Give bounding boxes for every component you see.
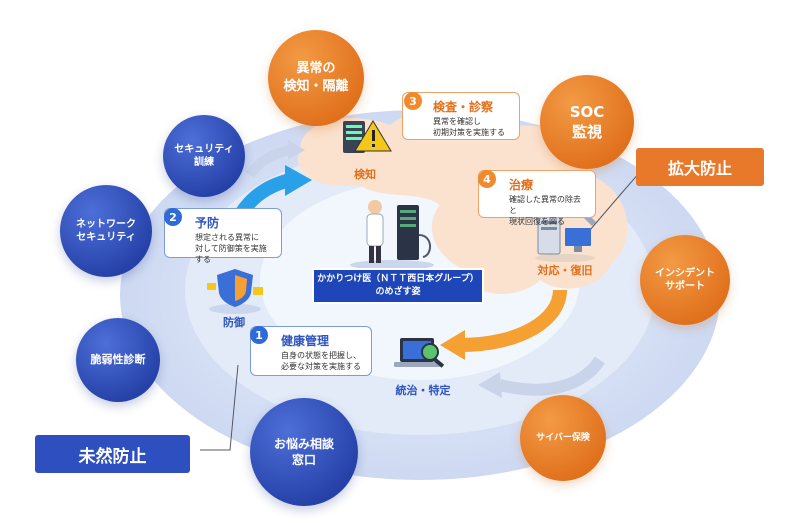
connector-spread bbox=[589, 171, 641, 231]
arrow-head-grey-top bbox=[288, 140, 305, 160]
step-1-card: 健康管理 自身の状態を把握し、 必要な対策を実施する bbox=[250, 326, 372, 376]
step-1-desc: 自身の状態を把握し、 必要な対策を実施する bbox=[281, 351, 361, 371]
step-3-desc: 異常を確認し 初期対策を実施する bbox=[433, 117, 505, 137]
step-2-title: 予防 bbox=[195, 216, 220, 230]
doctor-server-illustration bbox=[345, 195, 440, 270]
cyber-insurance-circle[interactable]: サイバー保険 bbox=[520, 395, 606, 481]
step-4-number: 4 bbox=[478, 170, 496, 188]
spread-prevention-label: 拡大防止 bbox=[636, 148, 764, 186]
defense-shield-icon bbox=[207, 269, 263, 314]
center-title-box: かかりつけ医（ＮＴＴ西日本グループ） のめざす姿 bbox=[312, 268, 484, 304]
prevention-before-label: 未然防止 bbox=[35, 435, 190, 473]
arrow-head-grey-bottom bbox=[478, 372, 502, 398]
step-4-card: 治療 確認した異常の除去と 現状回復を図る bbox=[478, 170, 596, 226]
step-1-number: 1 bbox=[250, 326, 268, 344]
step-3-number: 3 bbox=[404, 92, 422, 110]
connector-prevention bbox=[200, 364, 239, 451]
response-computer-icon bbox=[535, 214, 596, 262]
security-training-circle[interactable]: セキュリティ 訓練 bbox=[163, 115, 245, 197]
network-security-circle[interactable]: ネットワーク セキュリティ bbox=[60, 185, 152, 277]
consultation-desk-circle[interactable]: お悩み相談 窓口 bbox=[250, 398, 358, 506]
step-2-card: 予防 想定される異常に 対して防御策を実施する bbox=[164, 208, 282, 264]
doctor-icon bbox=[350, 200, 434, 270]
stage-defense: 防御 bbox=[223, 316, 245, 329]
vulnerability-diagnosis-circle[interactable]: 脆弱性診断 bbox=[76, 318, 160, 402]
step-2-number: 2 bbox=[164, 208, 182, 226]
arrow-head-orange bbox=[440, 330, 465, 360]
step-4-desc: 確認した異常の除去と 現状回復を図る bbox=[509, 195, 581, 226]
stage-response: 対応・復旧 bbox=[537, 264, 593, 277]
arrow-head-blue bbox=[285, 165, 312, 196]
incident-support-circle[interactable]: インシデント サポート bbox=[640, 235, 730, 325]
stage-detection: 検知 bbox=[354, 168, 376, 181]
arrow-grey-top bbox=[245, 145, 292, 178]
stage-identification: 統治・特定 bbox=[395, 384, 451, 397]
identification-laptop-icon bbox=[394, 338, 445, 368]
soc-monitoring-circle[interactable]: SOC 監視 bbox=[540, 75, 634, 169]
step-2-desc: 想定される異常に 対して防御策を実施する bbox=[195, 233, 267, 264]
anomaly-detection-circle[interactable]: 異常の 検知・隔離 bbox=[268, 30, 364, 126]
step-3-title: 検査・診察 bbox=[433, 100, 494, 114]
arrow-response-to-identify bbox=[459, 289, 567, 352]
step-4-title: 治療 bbox=[509, 178, 534, 192]
detection-server-icon bbox=[343, 120, 392, 153]
step-1-title: 健康管理 bbox=[281, 334, 330, 348]
arrow-grey-bottom bbox=[498, 356, 605, 396]
